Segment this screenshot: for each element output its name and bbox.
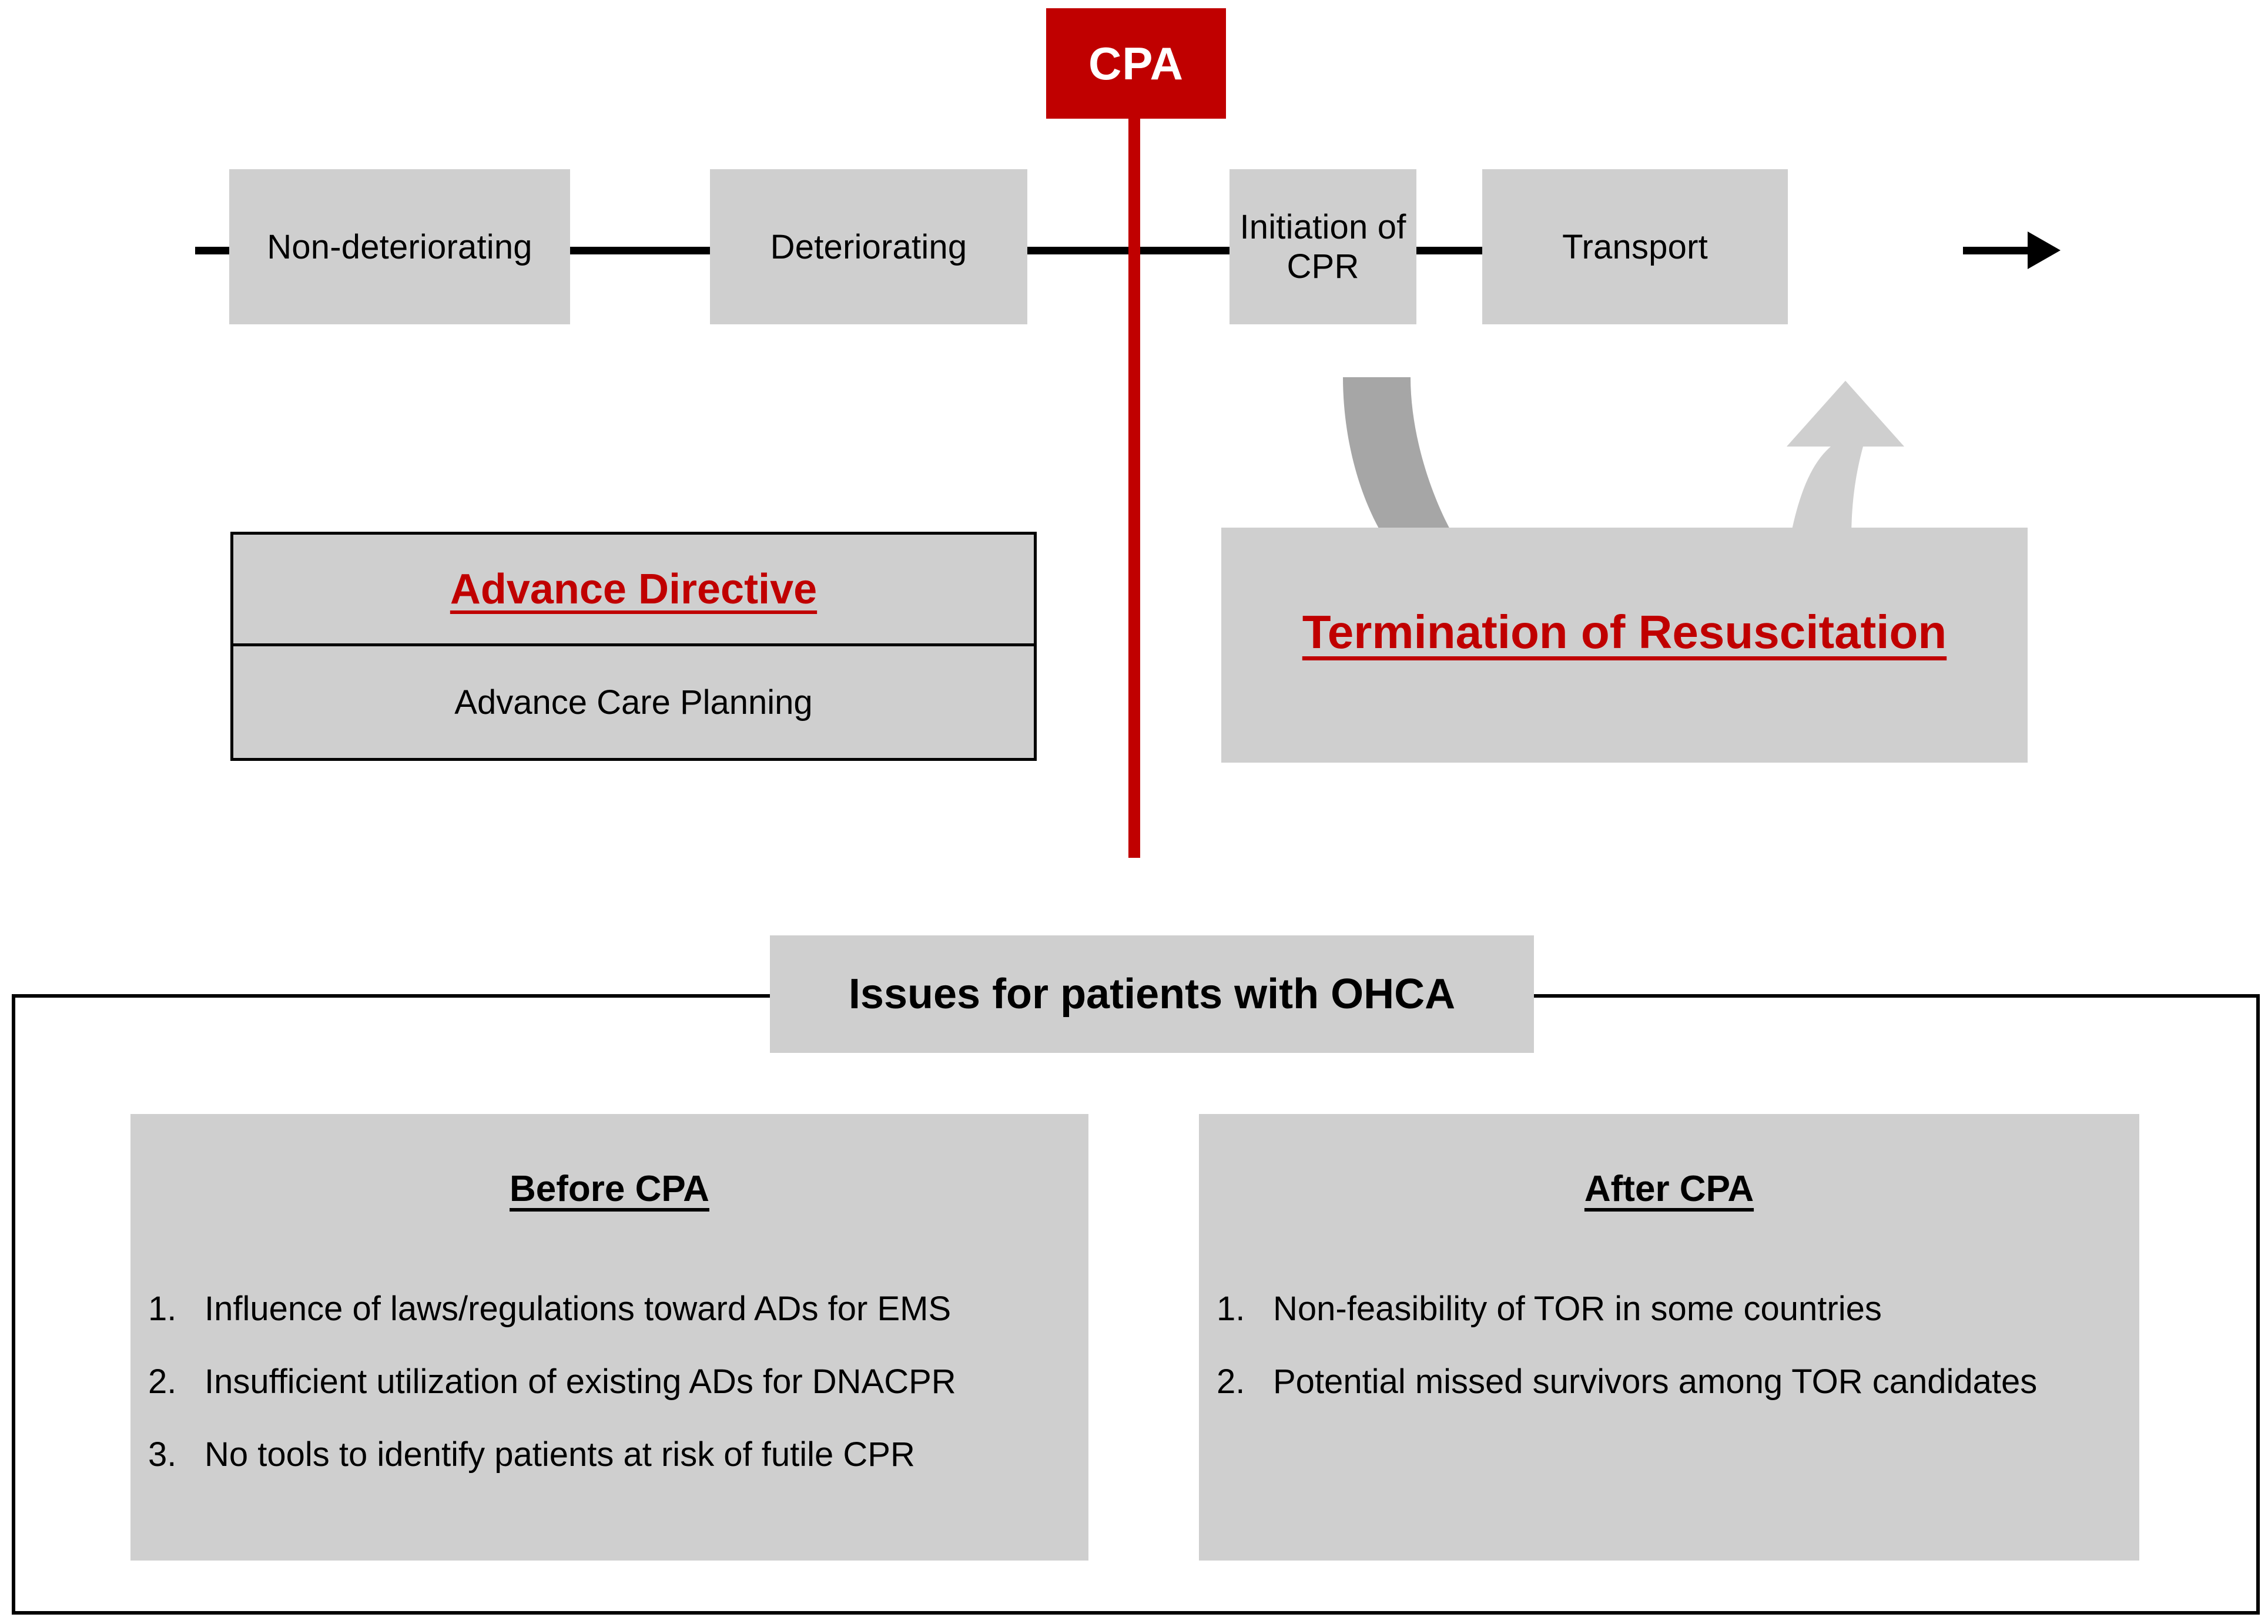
timeline-stage-label: Non-deteriorating <box>267 227 532 266</box>
timeline-segment-start <box>195 247 229 254</box>
issues-card-before-cpa[interactable]: Before CPA 1. Influence of laws/regulati… <box>130 1114 1088 1561</box>
timeline-stage-transport[interactable]: Transport <box>1482 169 1788 324</box>
list-item: 2. Potential missed survivors among TOR … <box>1217 1363 2106 1401</box>
cpa-marker-box[interactable]: CPA <box>1046 8 1226 119</box>
advance-directive-title-row: Advance Directive <box>233 535 1034 646</box>
advance-care-planning-label: Advance Care Planning <box>454 683 813 722</box>
list-item: 3. No tools to identify patients at risk… <box>148 1435 1056 1474</box>
list-item-number: 1. <box>148 1290 177 1328</box>
issues-list-before-cpa: 1. Influence of laws/regulations toward … <box>130 1290 1088 1473</box>
list-item-number: 2. <box>1217 1362 1245 1401</box>
timeline-stage-initiation-of-cpr[interactable]: Initiation of CPR <box>1230 169 1416 324</box>
timeline-stage-label: Transport <box>1562 227 1708 266</box>
list-item-text: Non-feasibility of TOR in some countries <box>1273 1290 1882 1328</box>
termination-of-resuscitation-title: Termination of Resuscitation <box>1302 606 1947 658</box>
tor-curved-band-icon <box>1343 377 1455 538</box>
termination-of-resuscitation-box[interactable]: Termination of Resuscitation <box>1221 528 2028 763</box>
issues-panel-title-box: Issues for patients with OHCA <box>770 935 1534 1053</box>
list-item-text: Potential missed survivors among TOR can… <box>1273 1362 2038 1401</box>
timeline-segment-1-2 <box>570 247 710 254</box>
list-item: 1. Non-feasibility of TOR in some countr… <box>1217 1290 2106 1328</box>
list-item-text: Insufficient utilization of existing ADs… <box>205 1362 956 1401</box>
timeline-segment-3-4 <box>1415 247 1483 254</box>
timeline-segment-end <box>1963 247 2031 254</box>
list-item: 1. Influence of laws/regulations toward … <box>148 1290 1056 1328</box>
issues-panel-title: Issues for patients with OHCA <box>848 971 1456 1018</box>
list-item-number: 2. <box>148 1362 177 1401</box>
timeline-arrow-head-icon <box>2028 231 2061 269</box>
timeline-stage-label: Deteriorating <box>770 227 967 266</box>
list-item-text: No tools to identify patients at risk of… <box>205 1435 915 1474</box>
list-item-text: Influence of laws/regulations toward ADs… <box>205 1290 952 1328</box>
issues-card-heading: Before CPA <box>510 1169 709 1209</box>
issues-list-after-cpa: 1. Non-feasibility of TOR in some countr… <box>1199 1290 2139 1401</box>
list-item: 2. Insufficient utilization of existing … <box>148 1363 1056 1401</box>
tor-arrows-group <box>1343 377 1904 541</box>
cpa-label: CPA <box>1088 37 1184 89</box>
advance-care-planning-row: Advance Care Planning <box>233 646 1034 758</box>
list-item-number: 1. <box>1217 1290 1245 1328</box>
timeline-stage-label: Initiation of CPR <box>1239 208 1406 286</box>
cpa-marker-line <box>1128 112 1140 858</box>
tor-up-arrow-icon <box>1787 381 1904 541</box>
issues-card-after-cpa[interactable]: After CPA 1. Non-feasibility of TOR in s… <box>1199 1114 2139 1561</box>
issues-card-heading: After CPA <box>1584 1169 1754 1209</box>
advance-directive-title: Advance Directive <box>450 565 818 613</box>
timeline-stage-non-deteriorating[interactable]: Non-deteriorating <box>229 169 570 324</box>
list-item-number: 3. <box>148 1435 177 1474</box>
advance-directive-card[interactable]: Advance Directive Advance Care Planning <box>230 532 1037 761</box>
timeline-stage-deteriorating[interactable]: Deteriorating <box>710 169 1027 324</box>
